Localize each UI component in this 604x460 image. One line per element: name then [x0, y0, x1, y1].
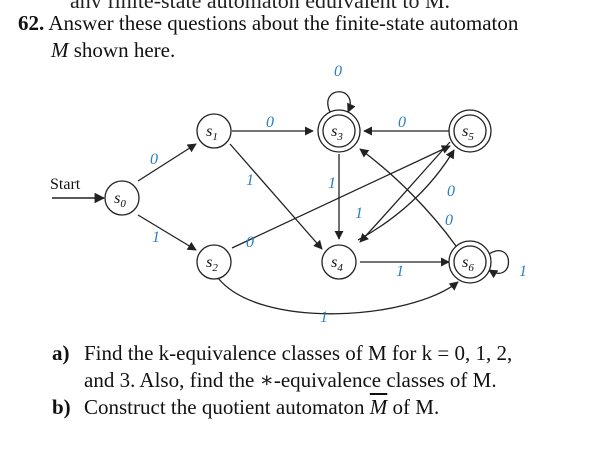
edge-s4-s5 [357, 149, 455, 241]
edge-s2-s5 [231, 145, 451, 249]
part-b: b) Construct the quotient automaton M of… [52, 394, 597, 421]
state-label-s3: s3 [331, 123, 343, 143]
part-a-line1: Find the k-equivalence classes of M for … [84, 341, 513, 365]
label-s6-s6: 1 [519, 263, 527, 280]
label-s5-s3: 0 [398, 114, 406, 131]
edge-s0-s2 [137, 214, 197, 251]
label-s4-s6: 1 [396, 263, 404, 280]
label-s5-s4: 0 [447, 183, 455, 200]
part-b-text: Construct the quotient automaton [84, 395, 370, 419]
state-s6 [453, 245, 487, 279]
loop-s3 [327, 91, 356, 113]
part-a: a) Find the k-equivalence classes of M f… [52, 340, 597, 394]
state-label-s4: s4 [331, 254, 343, 274]
edge-s2-s6 [217, 277, 459, 315]
state-s2 [196, 244, 232, 280]
state-label-s1: s1 [206, 123, 218, 143]
state-s4 [321, 244, 357, 280]
part-a-line2: and 3. Also, find the ∗-equivalence clas… [84, 368, 497, 392]
edge-s6-s3 [359, 148, 457, 247]
problem-line2: shown here. [68, 38, 176, 62]
state-label-s0: s0 [114, 190, 126, 210]
edge-s0-s1 [137, 143, 197, 182]
part-b-label: b) [52, 395, 71, 419]
top-fragment-text: any finite-state automaton equivalent to… [70, 0, 450, 8]
label-s2-s5: 0 [246, 234, 254, 251]
quotient-automaton-var: M [369, 395, 388, 419]
problem-line1: Answer these questions about the finite-… [48, 11, 519, 35]
state-label-s2: s2 [206, 254, 218, 274]
start-label: Start [50, 176, 81, 193]
state-label-s5: s5 [462, 123, 474, 143]
edge-s5-s4 [359, 141, 451, 243]
state-s0 [104, 180, 140, 216]
label-s0-s2: 1 [152, 229, 160, 246]
top-text-fragment: any finite-state automaton equivalent to… [0, 0, 604, 8]
label-s0-s1: 0 [150, 151, 158, 168]
state-s5 [453, 114, 487, 148]
state-label-s6: s6 [462, 254, 474, 274]
state-s3 [322, 114, 356, 148]
label-s1-s3: 0 [266, 114, 274, 131]
edge-s1-s4 [229, 143, 323, 250]
automaton-var: M [51, 38, 69, 62]
part-b-text-end: of M. [387, 395, 440, 419]
label-s3-s4: 1 [328, 175, 336, 192]
problem-statement: 62. Answer these questions about the fin… [18, 10, 598, 64]
label-s1-s4: 1 [246, 172, 254, 189]
loop-s6 [488, 250, 509, 279]
label-s6-s3: 0 [445, 212, 453, 229]
label-s4-s5: 1 [355, 205, 363, 222]
part-a-label: a) [52, 341, 70, 365]
label-s3-s3: 0 [334, 63, 342, 80]
question-parts: a) Find the k-equivalence classes of M f… [52, 340, 597, 421]
problem-number: 62. [18, 11, 45, 35]
state-s1 [196, 113, 232, 149]
label-s2-s6: 1 [320, 309, 328, 326]
